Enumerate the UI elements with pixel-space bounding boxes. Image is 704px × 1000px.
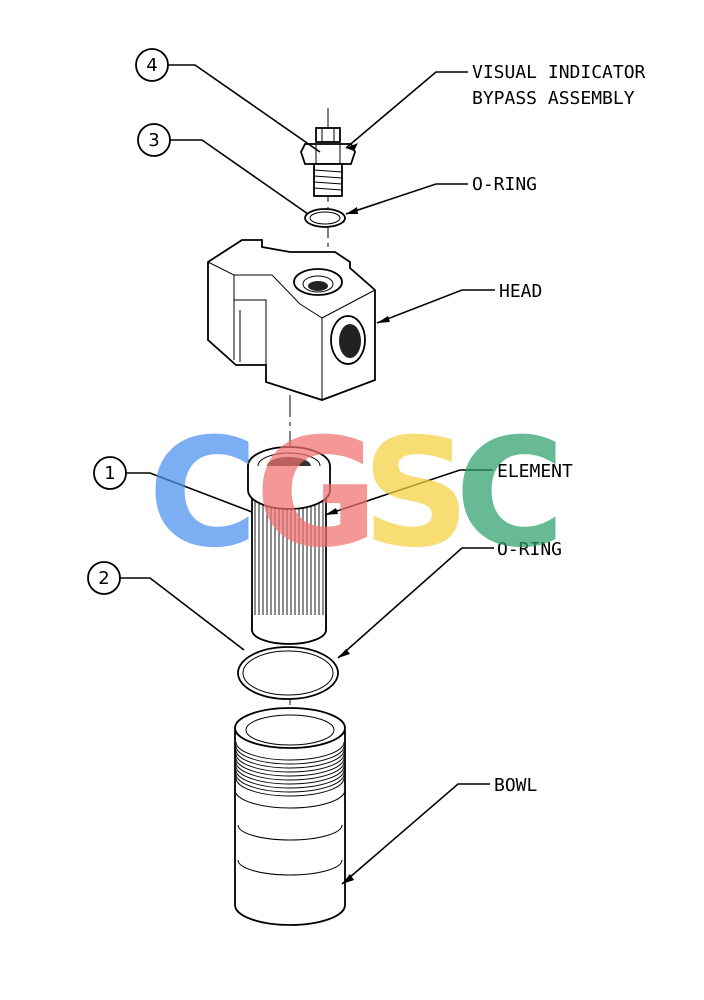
leader-line-1	[126, 472, 253, 513]
callout-number-2: 2	[98, 568, 109, 589]
label-o-ring-top: O-RING	[472, 174, 537, 195]
watermark-letter-s: S	[362, 407, 470, 581]
watermark-letter-c1: C	[148, 407, 258, 581]
label-bowl: BOWL	[494, 775, 538, 796]
callout-number-3: 3	[148, 130, 159, 151]
callout-number-1: 1	[104, 463, 115, 484]
label-visual-indicator: VISUAL INDICATOR	[472, 62, 646, 83]
callout-bubble-2: 2	[87, 561, 121, 595]
leader-line-4	[168, 64, 321, 153]
cgsc-watermark: C G S C	[148, 407, 565, 581]
callout-bubble-1: 1	[93, 456, 127, 490]
callout-number-4: 4	[146, 55, 157, 76]
label-bypass-assembly: BYPASS ASSEMBLY	[472, 88, 635, 109]
element-part	[247, 446, 331, 645]
leader-line-indicator	[345, 71, 468, 149]
large-o-ring-part	[237, 646, 339, 700]
watermark-letter-c2: C	[455, 407, 565, 581]
head-part	[207, 239, 376, 401]
leader-line-o-ring-top	[345, 183, 468, 215]
leader-line-head	[376, 289, 495, 324]
bowl-part	[234, 707, 346, 926]
visual-indicator-part	[300, 127, 356, 197]
watermark-letter-g: G	[255, 407, 378, 581]
leader-line-bowl	[341, 783, 490, 885]
callout-bubble-3: 3	[137, 123, 171, 157]
label-o-ring-bottom: O-RING	[497, 539, 562, 560]
callout-bubble-4: 4	[135, 48, 169, 82]
label-element: ELEMENT	[497, 461, 573, 482]
leader-line-2	[120, 577, 245, 651]
leader-line-o-ring-bottom	[337, 547, 494, 659]
label-head: HEAD	[499, 281, 542, 302]
leader-line-element	[324, 469, 493, 516]
leader-line-3	[170, 139, 309, 215]
